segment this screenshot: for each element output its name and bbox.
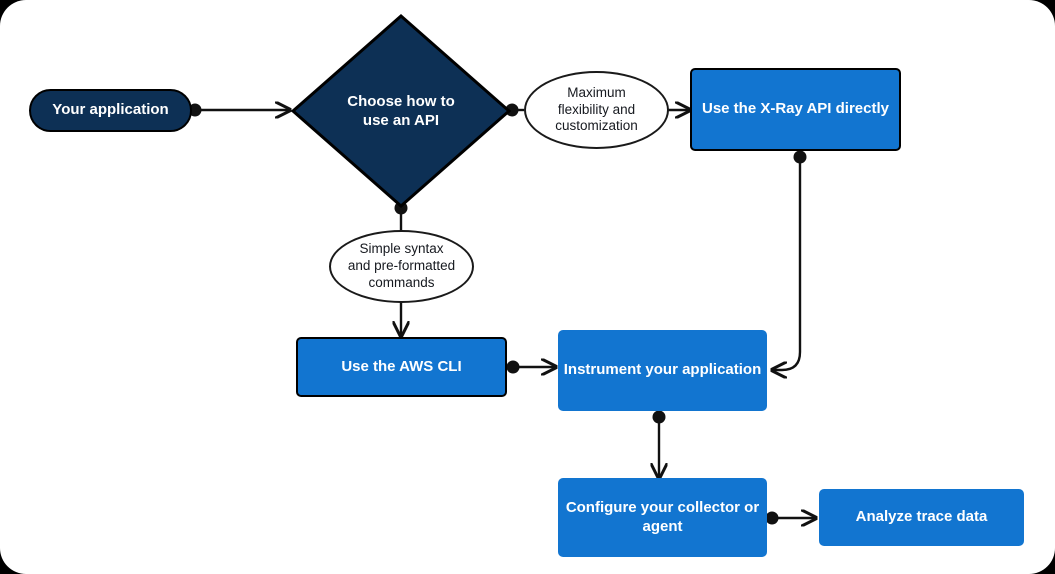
node-your-application[interactable]: Your application — [29, 89, 192, 132]
node-choose-how-to-use-an-api[interactable]: Choose how to use an API — [291, 14, 511, 208]
choose-label-line-1: Choose how to — [347, 92, 455, 110]
node-simple-syntax: Simple syntax and pre-formatted commands — [329, 230, 474, 303]
node-label-simple-syntax: Simple syntax and pre-formatted commands — [347, 241, 456, 290]
node-maximum-flexibility: Maximum flexibility and customization — [524, 71, 669, 149]
edge-configure-to-analyze — [765, 512, 817, 525]
node-instrument-your-application[interactable]: Instrument your application — [558, 330, 767, 411]
node-use-the-xray-api-directly[interactable]: Use the X-Ray API directly — [690, 68, 901, 151]
choose-label-line-2: use an API — [362, 112, 440, 129]
node-analyze-trace-data[interactable]: Analyze trace data — [819, 489, 1024, 546]
edge-app-to-choose — [188, 104, 291, 117]
diamond-shape — [291, 14, 511, 208]
node-label-choose-how-to-use-an-api: Choose how to use an API — [291, 14, 511, 208]
node-label-maximum-flexibility: Maximum flexibility and customization — [555, 84, 638, 134]
node-label-instrument-your-application: Instrument your application — [563, 361, 762, 379]
edge-cli-to-instrument — [506, 361, 557, 374]
node-configure-your-collector-or-agent[interactable]: Configure your collector or agent — [558, 478, 767, 557]
node-label-use-the-xray-api-directly: Use the X-Ray API directly — [701, 100, 889, 118]
node-label-configure-your-collector-or-agent: Configure your collector or agent — [565, 498, 760, 535]
node-use-the-aws-cli[interactable]: Use the AWS CLI — [296, 337, 507, 397]
edge-xray-to-instrument — [772, 150, 807, 371]
node-label-your-application: Your application — [52, 101, 169, 119]
node-label-analyze-trace-data: Analyze trace data — [855, 508, 988, 526]
node-label-use-the-aws-cli: Use the AWS CLI — [341, 357, 462, 375]
edge-instrument-to-configure — [653, 410, 666, 479]
